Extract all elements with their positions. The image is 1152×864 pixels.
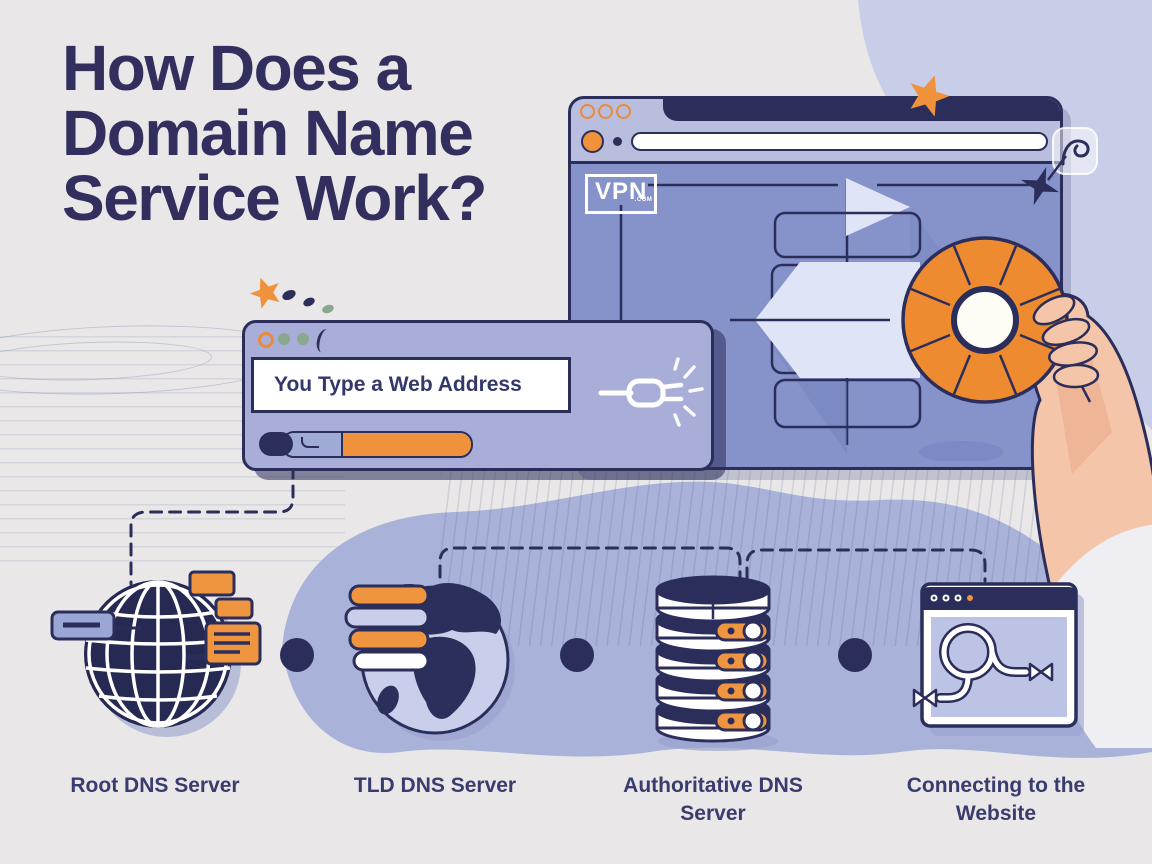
window-dot-icon [616, 104, 631, 119]
cursor-mark-icon [314, 327, 335, 355]
browser-tab-strip [663, 99, 1060, 121]
address-window-illustration: You Type a Web Address [242, 320, 714, 471]
background-hatch-lines [440, 466, 1112, 646]
browser-title-bar [571, 99, 1060, 121]
typed-address-field: You Type a Web Address [251, 357, 571, 413]
title-line: Service Work? [62, 162, 487, 234]
loading-bar [281, 431, 473, 458]
loading-bar-fill [343, 433, 471, 456]
page-title: How Does a Domain Name Service Work? [62, 32, 487, 234]
browser-dot-icon [613, 136, 622, 146]
step-label-authoritative-dns: Authoritative DNS Server [623, 774, 803, 825]
window-dot-icon [258, 332, 274, 348]
window-dot-icon [278, 333, 290, 345]
vpn-logo-suffix: .COM [634, 197, 653, 203]
vpn-logo-text: VPN [595, 178, 648, 205]
window-dot-icon [598, 104, 613, 119]
pencil-eraser [259, 432, 293, 456]
step-label-connecting-website: Connecting to the Website [906, 774, 1086, 825]
triangle-shape [846, 178, 910, 236]
pencil-loading-bar [259, 431, 473, 458]
shadow-shape [919, 441, 1003, 461]
separator-dot [280, 638, 314, 672]
title-line: How Does a [62, 32, 411, 104]
window-dot-icon [580, 104, 595, 119]
pencil-ferrule [283, 433, 343, 456]
step-label-root-dns: Root DNS Server [70, 774, 240, 797]
step-label-tld-dns: TLD DNS Server [353, 774, 517, 797]
shadow-shape [757, 324, 847, 454]
vpn-logo: VPN .COM [585, 174, 658, 214]
sparkle-star-icon [249, 277, 334, 314]
shadow-shape [910, 209, 991, 316]
title-line: Domain Name [62, 97, 474, 169]
window-dot-icon [297, 333, 309, 345]
browser-toolbar [571, 121, 1060, 164]
globe-wireframe-icon [50, 570, 262, 737]
browser-orange-button [581, 129, 604, 153]
browser-address-bar [631, 131, 1048, 151]
typed-address-text: You Type a Web Address [274, 373, 522, 396]
plug-icon [598, 357, 704, 427]
